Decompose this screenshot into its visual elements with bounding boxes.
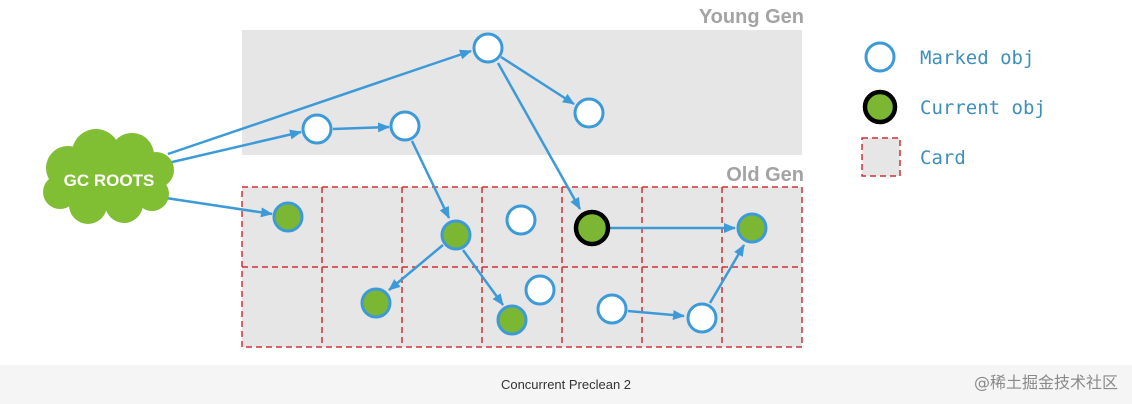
young-gen-region: [242, 30, 802, 155]
marked-object: [524, 274, 556, 306]
objects: [272, 32, 768, 336]
marked-object: [505, 204, 537, 236]
gc-diagram: Young Gen Old Gen: [43, 6, 1046, 348]
marked-object: [301, 113, 333, 145]
watermark: @稀土掘金技术社区: [973, 373, 1118, 392]
cloud-lobe: [72, 129, 120, 177]
gc-roots-cloud: [43, 129, 174, 224]
arrow-old-green-to-lower-green: [461, 249, 505, 306]
legend-card-label: Card: [920, 147, 966, 169]
cloud-lobe: [105, 185, 143, 223]
arrow-roots-to-young-top: [167, 49, 472, 156]
arrow-young-top-to-young-right: [500, 55, 575, 106]
young-gen-label: Young Gen: [699, 6, 804, 28]
legend-current-swatch: [862, 89, 898, 125]
legend-marked-swatch: [864, 41, 896, 73]
arrow-young-left-to-young-mid: [332, 122, 390, 133]
arrow-lower-white-to-lower-right: [627, 309, 685, 321]
green-object: [360, 287, 392, 319]
arrow-young-top-to-current: [496, 62, 582, 210]
cloud-lobe: [135, 177, 169, 211]
gc-roots-label: GC ROOTS: [64, 171, 155, 190]
diagram-caption: Concurrent Preclean 2: [500, 377, 632, 392]
arrow-roots-to-old-green: [165, 196, 273, 218]
green-object: [736, 212, 768, 244]
green-object: [440, 219, 472, 251]
marked-object: [686, 302, 718, 334]
marked-object: [573, 97, 605, 129]
current-object: [573, 209, 611, 247]
arrow-lower-right-to-right-green: [708, 244, 746, 304]
card-grid: [241, 186, 803, 348]
legend: Marked obj Current obj Card: [861, 41, 1046, 177]
cloud-lobe: [43, 175, 77, 209]
old-gen-label: Old Gen: [726, 164, 804, 186]
legend-card-swatch: [861, 137, 901, 177]
arrow-roots-to-young-left: [167, 129, 302, 165]
reference-arrows: [165, 49, 746, 321]
marked-object: [389, 110, 421, 142]
legend-marked-label: Marked obj: [920, 47, 1034, 69]
marked-object: [596, 293, 628, 325]
green-object: [272, 201, 304, 233]
cloud-lobe: [69, 186, 107, 224]
arrow-young-mid-to-old-green: [410, 140, 451, 219]
caption-bar: [0, 365, 1132, 404]
arrow-old-green-to-lower-left: [388, 244, 444, 291]
marked-object: [472, 32, 504, 64]
green-object: [496, 304, 528, 336]
legend-current-label: Current obj: [920, 97, 1046, 119]
